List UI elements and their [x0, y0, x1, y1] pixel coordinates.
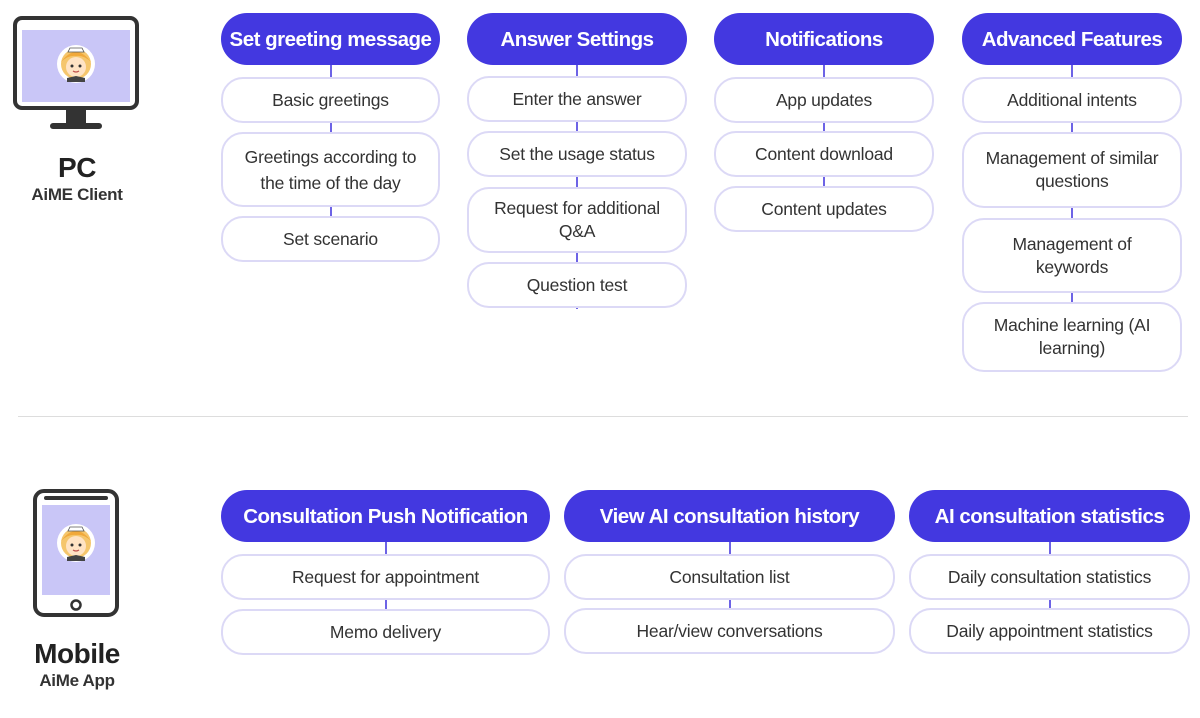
mobile-title: Mobile [34, 638, 120, 669]
pc-column-notifications: Notifications App updates Content downlo… [714, 13, 934, 233]
list-item: App updates [714, 77, 934, 123]
column-title: Consultation Push Notification [221, 490, 550, 542]
mobile-subtitle: AiMe App [39, 671, 115, 690]
mascot-icon [57, 45, 95, 83]
column-title: AI consultation statistics [909, 490, 1190, 542]
list-item: Request for appointment [221, 554, 550, 600]
section-divider [18, 416, 1188, 417]
list-item: Set the usage status [467, 131, 687, 177]
pc-column-greeting: Set greeting message Basic greetings Gre… [221, 13, 440, 263]
list-item: Consultation list [564, 554, 895, 600]
mobile-phone-icon [32, 488, 120, 618]
list-item: Content download [714, 131, 934, 177]
list-item: Greetings according to the time of the d… [221, 132, 440, 207]
list-item: Daily consultation statistics [909, 554, 1190, 600]
list-item: Machine learning (AI learning) [962, 302, 1182, 372]
list-item: Management of similar questions [962, 132, 1182, 208]
mobile-column-push: Consultation Push Notification Request f… [221, 490, 550, 656]
pc-title: PC [58, 152, 96, 183]
pc-monitor-icon [12, 15, 140, 139]
list-item: Request for additional Q&A [467, 187, 687, 253]
list-item: Memo delivery [221, 609, 550, 655]
list-item: Additional intents [962, 77, 1182, 123]
list-item: Hear/view conversations [564, 608, 895, 654]
list-item: Enter the answer [467, 76, 687, 122]
list-item: Management of keywords [962, 218, 1182, 293]
list-item: Content updates [714, 186, 934, 232]
mobile-column-statistics: AI consultation statistics Daily consult… [909, 490, 1190, 656]
column-title: Answer Settings [467, 13, 687, 65]
list-item: Set scenario [221, 216, 440, 262]
column-title: Notifications [714, 13, 934, 65]
column-title: Set greeting message [221, 13, 440, 65]
column-title: View AI consultation history [564, 490, 895, 542]
list-item: Question test [467, 262, 687, 308]
column-title: Advanced Features [962, 13, 1182, 65]
pc-subtitle: AiME Client [31, 185, 123, 204]
pc-column-answer: Answer Settings Enter the answer Set the… [467, 13, 687, 309]
list-item: Daily appointment statistics [909, 608, 1190, 654]
list-item: Basic greetings [221, 77, 440, 123]
mascot-icon [57, 524, 95, 562]
pc-column-advanced: Advanced Features Additional intents Man… [962, 13, 1182, 373]
mobile-column-history: View AI consultation history Consultatio… [564, 490, 895, 656]
